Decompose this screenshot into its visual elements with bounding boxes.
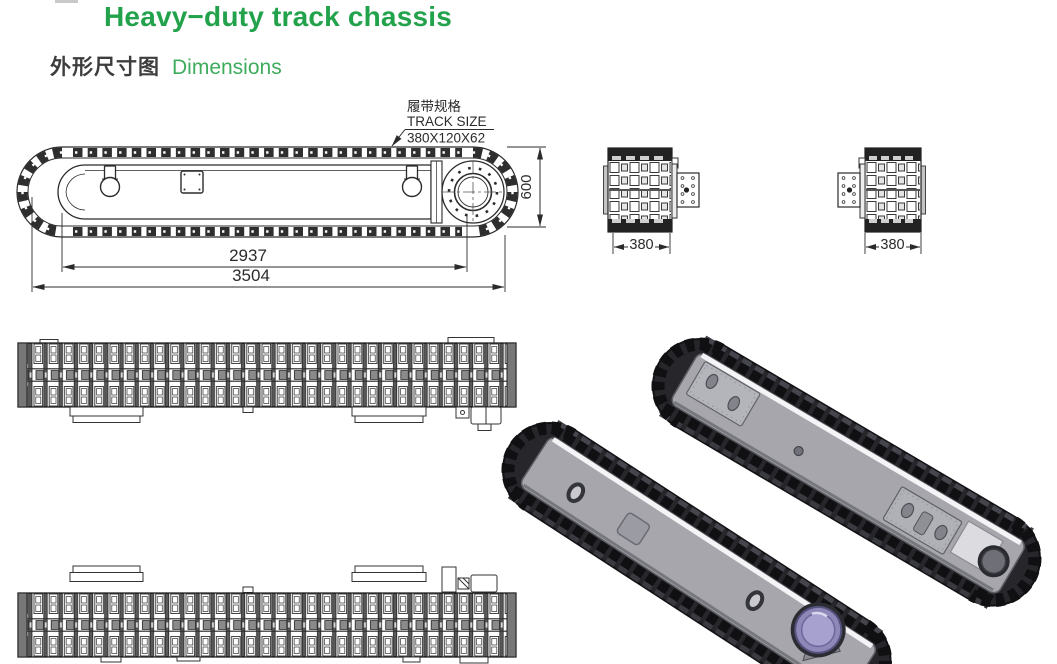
- track-band: [17, 592, 517, 658]
- track-size-label-en: TRACK SIZE: [407, 114, 487, 129]
- bottom-tabs: [100, 656, 489, 664]
- center-tab: [242, 406, 254, 413]
- frame-screw: [793, 445, 804, 457]
- mount-plate: [676, 172, 700, 208]
- bolt-plate-rear: [882, 486, 963, 555]
- dimension-wheelbase-2937: 2937: [61, 213, 468, 272]
- end-view-left-drawing: 380: [603, 147, 700, 254]
- track-frame: [57, 164, 432, 220]
- band-right-cap: [506, 592, 517, 658]
- lifting-shackle-right: [401, 165, 423, 198]
- mount-bracket-left: [69, 406, 144, 423]
- mount-bracket-right: [351, 406, 427, 423]
- drive-sprocket: [441, 160, 505, 224]
- section-heading-cn: 外形尺寸图: [50, 56, 160, 79]
- drive-housing: [455, 406, 502, 431]
- section-heading: 外形尺寸图 Dimensions: [50, 55, 282, 81]
- idler-inner-arc: [65, 173, 86, 211]
- mount-rib: [671, 163, 678, 219]
- track-size-annotation: 履带规格 TRACK SIZE 380X120X62: [391, 99, 494, 147]
- center-tab: [242, 586, 254, 593]
- track-links-sprocket-cap: [472, 147, 518, 237]
- track-size-value: 380X120X62: [407, 131, 485, 146]
- drive-end-bracket: [949, 520, 1010, 578]
- drive-block-top: [441, 566, 498, 593]
- mount-rib: [859, 163, 866, 219]
- idler-tab: [920, 165, 926, 215]
- track-assembly-rear: [651, 335, 1042, 609]
- mount-bracket-left: [69, 565, 144, 582]
- track-links-idler-cap: [17, 147, 63, 237]
- plan-view-bottom-drawing: [17, 565, 517, 664]
- access-plate: [616, 512, 651, 546]
- page-title: Heavy−duty track chassis: [104, 1, 453, 32]
- dimension-overall-3504: 3504: [31, 197, 506, 292]
- idler-tab: [603, 165, 609, 215]
- cropped-artifact: [55, 0, 78, 3]
- mount-plate: [837, 172, 861, 208]
- bolt-plate-front: [686, 361, 761, 427]
- band-left-cap: [17, 592, 28, 658]
- lifting-eye-front: [566, 482, 586, 504]
- end-view-right-drawing: 380: [837, 147, 926, 254]
- dim-track-width-left-label: 380: [629, 237, 653, 253]
- lifting-eye-rear: [745, 590, 765, 612]
- hub: [790, 602, 846, 658]
- track-assembly-front: [501, 420, 893, 664]
- side-frame: [520, 437, 877, 664]
- band-left-cap: [17, 342, 28, 408]
- dim-wheelbase-label: 2937: [229, 246, 267, 265]
- side-elevation-drawing: 履带规格 TRACK SIZE 380X120X62 600 2937 3504: [16, 99, 546, 292]
- mount-bracket-right: [351, 565, 427, 582]
- dimension-track-width-right: 380: [864, 233, 922, 254]
- lifting-shackle-left: [99, 165, 121, 198]
- dim-height-label: 600: [518, 174, 535, 199]
- section-heading-en: Dimensions: [172, 56, 282, 79]
- band-right-cap: [506, 342, 517, 408]
- dim-track-width-right-label: 380: [880, 237, 904, 253]
- plan-view-top-drawing: [17, 337, 517, 431]
- track-band: [17, 342, 517, 408]
- dimension-track-width-left: 380: [612, 233, 671, 254]
- isometric-3d-view: [501, 335, 1042, 664]
- access-plate: [180, 170, 204, 194]
- leader-line: [391, 129, 406, 147]
- dimension-height-600: 600: [507, 146, 546, 228]
- frame-highlight: [700, 353, 1022, 546]
- track-size-label-cn: 履带规格: [407, 99, 461, 114]
- dim-overall-length-label: 3504: [232, 266, 270, 285]
